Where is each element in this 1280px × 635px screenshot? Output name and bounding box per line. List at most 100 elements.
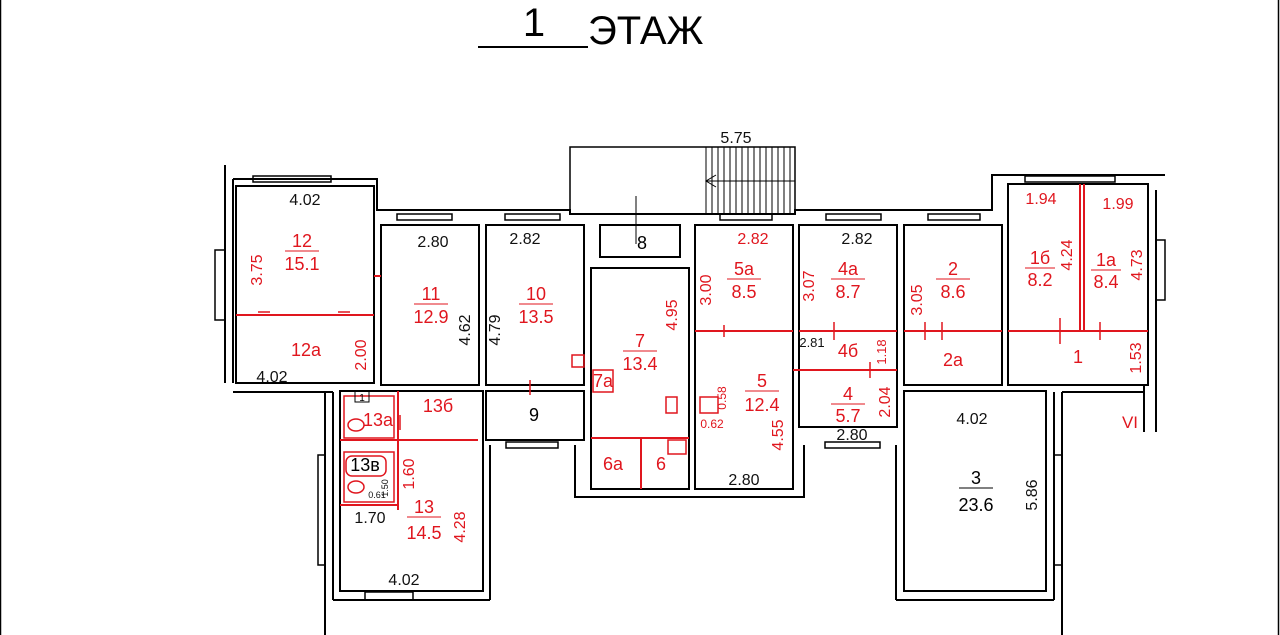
dim-10-side: 4.79: [487, 314, 504, 345]
fixture-5: [699, 396, 719, 414]
dim-stair-575: 5.75: [720, 130, 751, 147]
room-8-box: [599, 224, 681, 258]
dim-10-top: 2.82: [509, 231, 540, 248]
room-3-area: 23.6: [958, 495, 993, 515]
dim-13-170: 1.70: [354, 510, 385, 527]
room-12-area: 15.1: [284, 254, 319, 274]
title: 1 ЭТАЖ: [478, 1, 704, 53]
room-13v-number: 13в: [350, 455, 380, 475]
room-5-area: 12.4: [744, 395, 779, 415]
dim-4a-top: 2.82: [841, 231, 872, 248]
room-4b-number: 4б: [838, 341, 858, 361]
dim-1-side: 1.53: [1128, 342, 1145, 373]
room-13-number: 13: [414, 497, 434, 517]
room-4-number: 4: [843, 384, 853, 404]
room-labels: 1 2 15.1 12а 11 12.9 10 13.5 9 8 7 13.4 7…: [284, 231, 1121, 543]
dim-1b-side: 4.24: [1059, 239, 1076, 270]
dim-12-side: 3.75: [249, 254, 266, 285]
room-1a-area: 8.4: [1093, 272, 1118, 292]
room-1b-number: 1б: [1030, 248, 1050, 268]
room-4a-box: [798, 224, 898, 428]
dim-5-058: 0.58: [715, 386, 729, 410]
dimension-labels: 5.75 4.02 3.75 4.02 2.00 2.80 4.62 2.82 …: [249, 130, 1146, 589]
room-1a-number: 1а: [1096, 250, 1117, 270]
dim-13-side: 4.28: [452, 511, 469, 542]
dim-5-062: 0.62: [700, 417, 724, 431]
dim-5a-side: 3.00: [698, 274, 715, 305]
room-11-area: 12.9: [413, 307, 448, 327]
room-2-box: [903, 224, 1003, 386]
dim-5-bottom: 2.80: [728, 472, 759, 489]
fixture-13v-box: [343, 451, 395, 503]
dim-1b-top: 1.94: [1025, 191, 1056, 208]
stair: [569, 146, 796, 244]
room-10-number: 10: [526, 284, 546, 304]
room-13b-number: 13б: [423, 396, 453, 416]
dim-5a-top: 2.82: [737, 231, 768, 248]
room-12-box: [235, 185, 375, 384]
room-walls: [235, 183, 1149, 592]
dim-13-small-150: 1.50: [380, 479, 390, 497]
room-2a-number: 2а: [943, 350, 964, 370]
room-9-number: 9: [529, 405, 539, 425]
room-2-area: 8.6: [940, 282, 965, 302]
roman-vi: VI: [1122, 413, 1138, 432]
dim-3-top: 4.02: [956, 411, 987, 428]
room-13a-number: 13а: [363, 410, 394, 430]
dim-12-top: 4.02: [289, 192, 320, 209]
title-floor-number: 1: [523, 1, 545, 45]
room-9-box: [485, 390, 585, 441]
room-2-number: 2: [948, 259, 958, 279]
dim-12a-bottom: 4.02: [256, 369, 287, 386]
toilet-13: [347, 480, 365, 494]
dim-4b-118: 1.18: [874, 339, 889, 364]
dim-1a-side: 4.73: [1129, 249, 1146, 280]
room-7-area: 13.4: [622, 354, 657, 374]
partitions: [236, 184, 1148, 510]
room-5-number: 5: [757, 371, 767, 391]
room-7-number: 7: [635, 331, 645, 351]
toilet-13a: [347, 418, 365, 432]
dim-13-small-061: 0.61: [368, 490, 386, 500]
room-13-area: 14.5: [406, 523, 441, 543]
windows: [214, 175, 1166, 601]
dim-11-side: 4.62: [457, 314, 474, 345]
room-11-number: 11: [422, 284, 441, 304]
other-marks: VI 1: [359, 393, 1138, 432]
room-10-box: [485, 224, 585, 386]
partition-ticks: [258, 311, 1101, 430]
dim-4a-side: 3.07: [801, 270, 818, 301]
title-floor-word: ЭТАЖ: [588, 9, 704, 53]
room-8-number: 8: [637, 233, 647, 253]
room-6a-number: 6а: [603, 454, 624, 474]
dim-4-bottom: 2.80: [836, 427, 867, 444]
room-1-number: 1: [1073, 347, 1083, 367]
room-4a-number: 4а: [838, 259, 859, 279]
sink-13v: [345, 455, 387, 477]
room-4-area: 5.7: [835, 406, 860, 426]
dim-4b-281: 2.81: [799, 335, 824, 350]
room-13-box: [339, 390, 484, 592]
dim-11-top: 2.80: [417, 234, 448, 251]
dim-1a-top: 1.99: [1102, 196, 1133, 213]
fixture-square-7: [665, 396, 678, 414]
room-6-number: 6: [656, 454, 666, 474]
room-1b-area: 8.2: [1027, 270, 1052, 290]
fixture-6: [667, 439, 687, 455]
room-5a-box: [694, 224, 794, 490]
dim-13-bottom: 4.02: [388, 572, 419, 589]
dim-4-side: 2.04: [877, 386, 894, 417]
room-10-area: 13.5: [518, 307, 553, 327]
dim-3-side: 5.86: [1024, 479, 1041, 510]
dim-2-side: 3.05: [909, 284, 926, 315]
room-7a-number: 7а: [593, 371, 614, 391]
room-4a-area: 8.7: [835, 282, 860, 302]
room-3-box: [903, 390, 1047, 592]
room-1b-box: [1007, 183, 1149, 386]
room-12a-number: 12а: [291, 340, 322, 360]
room-11-box: [380, 224, 480, 386]
dim-12a-side: 2.00: [353, 339, 370, 370]
room-3-number: 3: [971, 468, 981, 488]
